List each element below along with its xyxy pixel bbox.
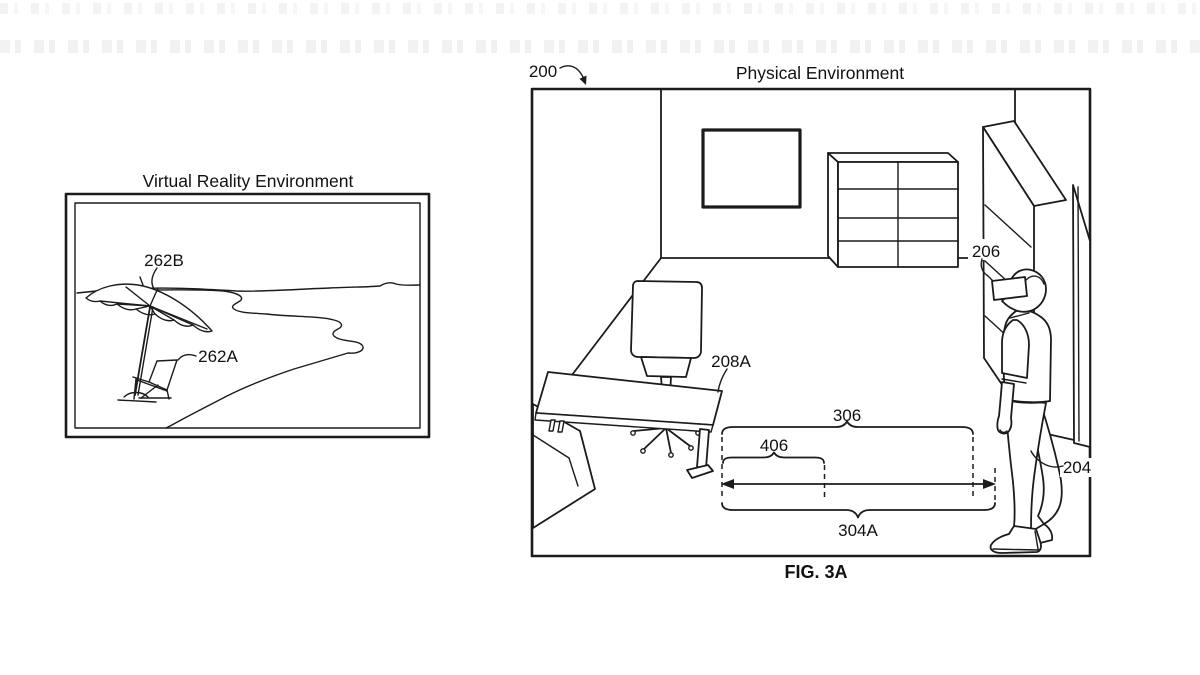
collar-line [1009,312,1030,319]
desk-left-leg-2 [557,420,565,433]
label-user-204: 204 [1063,458,1091,477]
brace-306 [721,420,974,435]
umbrella-base-sand [117,391,157,403]
desk-left-leg [548,419,556,432]
label-span-306: 306 [833,406,861,425]
label-environment-200: 200 [529,62,557,81]
label-umbrella: 262B [144,251,184,270]
leader-204 [1030,450,1064,468]
person-shoe [989,525,1042,554]
label-span-304A: 304A [838,521,878,540]
figure-caption: FIG. 3A [784,562,847,582]
person-drawing [989,268,1063,554]
dimension-annotations: 306 406 304A [721,406,996,540]
brace-406 [722,451,825,464]
picture-frame-drawing [701,128,802,209]
person-arm-sleeve [1001,319,1030,379]
cabinet-drawing [827,152,959,268]
storage-box-edges [532,434,579,487]
sleeve-band-line [1001,378,1027,384]
physical-environment-panel: Physical Environment [529,62,1094,582]
door-drawing [1072,184,1091,448]
shoreline [99,289,364,429]
desk-right-leg [696,428,710,469]
door-panel [1072,184,1091,448]
vr-headset-drawing [991,276,1028,301]
desk-drawing [534,371,723,479]
umbrella-tip [139,276,144,286]
dimension-arrow [721,479,996,489]
vr-environment-panel: Virtual Reality Environment [64,171,431,439]
label-span-406: 406 [760,436,788,455]
label-206-bg [968,239,1004,260]
person-forearm-hand [996,381,1015,435]
beach-chair-frame [132,376,172,400]
cabinet-dividers [837,161,959,268]
dimension-dashed-lines [721,437,996,500]
floor-edge-left [571,257,662,376]
brace-304A [721,502,996,519]
vr-screen-outer-border [64,192,431,439]
vr-panel-title: Virtual Reality Environment [143,171,354,191]
umbrella-pole-line [137,306,154,396]
leader-200-arrow [559,65,587,85]
door-edge-line [1077,186,1080,442]
leader-206 [980,258,994,282]
label-beach-chair: 262A [198,347,238,366]
label-204-bg [1060,458,1094,477]
label-desk-208A: 208A [711,352,751,371]
storage-box-drawing [532,403,596,529]
leader-262A [177,353,197,361]
desk-front-edge [534,412,714,433]
hand-knuckle-line [999,429,1008,434]
horizon-line [76,282,421,294]
reference-labels: 200 206 208A 204 [529,62,1094,477]
chair-seat [640,356,692,378]
shoe-detail-lines [992,530,1040,551]
beach-scene-drawing: 262B 262A [76,251,421,429]
vr-screen-inner-border [74,202,421,429]
cabinet-side [827,152,839,268]
headset-strap-line [1025,275,1045,285]
physical-panel-title: Physical Environment [736,63,904,83]
label-headset-206: 206 [972,242,1000,261]
beach-umbrella-drawing [85,276,213,403]
beach-chair-drawing [132,359,178,400]
cabinet-top [827,152,959,163]
desk-right-foot [686,464,714,479]
leader-262B [151,267,158,290]
umbrella-ribs [99,286,208,330]
chair-wheels [630,430,701,458]
chair-backrest [630,280,703,359]
leader-208A [717,368,728,393]
